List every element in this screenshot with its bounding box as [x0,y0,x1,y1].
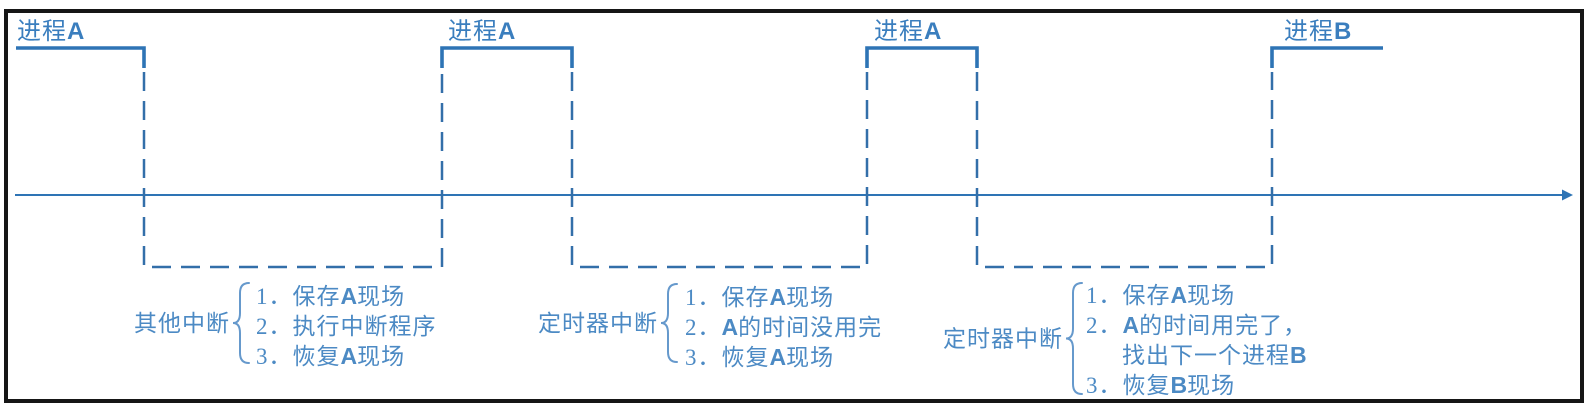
annotation-item: 找出下一个进程B [1122,342,1307,368]
process-segment [16,46,146,68]
interrupt-dashed-path [142,72,444,269]
annotation-item: 2．A的时间没用完 [685,314,882,340]
annotation-item: 3．恢复A现场 [685,344,834,370]
process-segment [1270,46,1383,68]
process-label: 进程A [448,18,515,45]
diagram-border [4,9,1584,403]
interrupt-dashed-path [570,72,869,269]
annotation-brace [232,282,250,364]
interrupt-dashed-path [975,72,1274,269]
axis-arrow-icon [1562,189,1573,201]
process-label: 进程A [874,18,941,45]
process-label: 进程A [17,18,84,45]
annotation-item: 2．执行中断程序 [256,314,437,339]
annotation-label: 其他中断 [134,311,230,336]
process-segment [865,46,979,68]
annotation-item: 2．A的时间用完了， [1086,312,1307,338]
process-label: 进程B [1284,18,1351,45]
process-segment [440,46,574,68]
annotation-label: 定时器中断 [538,311,658,336]
annotation-item: 3．恢复B现场 [1086,372,1235,398]
annotation-brace [1065,282,1083,395]
annotation-brace [660,283,678,363]
annotation-item: 3．恢复A现场 [256,343,405,369]
annotation-item: 1．保存A现场 [685,284,834,310]
annotation-item: 1．保存A现场 [256,283,405,309]
annotation-item: 1．保存A现场 [1086,282,1235,308]
annotation-label: 定时器中断 [943,327,1063,352]
